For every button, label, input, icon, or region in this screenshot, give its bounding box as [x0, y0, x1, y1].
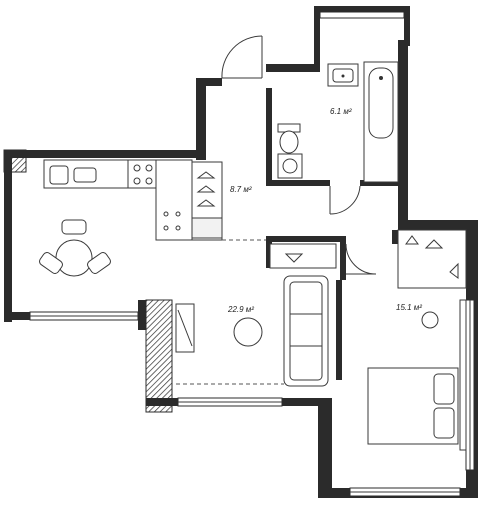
hallway: 8.7 м²	[191, 161, 337, 269]
living-kitchen: 22.9 м²	[39, 219, 329, 387]
round-table-icon	[233, 317, 263, 347]
hanger-icon	[196, 171, 216, 207]
doors	[221, 35, 377, 275]
interior-walls	[266, 88, 404, 380]
stove-icon	[133, 164, 153, 185]
dining-table-icon	[39, 219, 111, 277]
stove-icon	[163, 211, 181, 231]
tv-stand	[175, 303, 195, 353]
bathroom: 6.1 м²	[277, 61, 399, 183]
room-area-bathroom: 6.1 м²	[330, 107, 352, 116]
bedroom: 15.1 м²	[367, 229, 467, 451]
hanger-icon	[405, 235, 459, 279]
round-table-icon	[421, 311, 439, 329]
bed-icon	[367, 367, 459, 445]
door-icon	[329, 185, 361, 215]
kitchen-sink-icon	[49, 165, 97, 185]
room-area-living: 22.9 м²	[227, 305, 254, 314]
kitchen	[43, 159, 193, 241]
room-area-bedroom: 15.1 м²	[396, 303, 422, 312]
door-icon	[345, 243, 377, 275]
window-icon	[319, 11, 405, 19]
windows	[29, 11, 475, 497]
door-icon	[221, 35, 263, 79]
bathtub-icon	[363, 61, 399, 183]
washing-machine-icon	[277, 153, 303, 179]
room-area-hallway: 8.7 м²	[230, 185, 252, 194]
toilet-icon	[277, 123, 301, 154]
sofa-icon	[283, 275, 329, 387]
